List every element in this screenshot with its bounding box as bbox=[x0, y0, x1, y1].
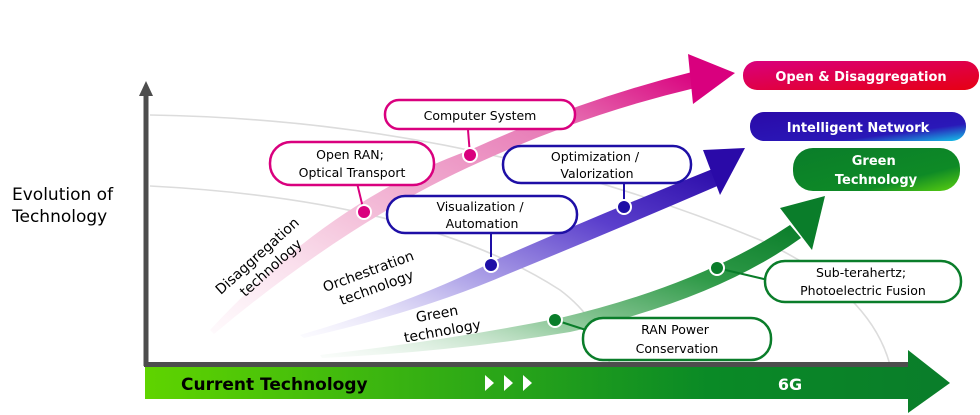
stream-arrowhead bbox=[780, 196, 825, 250]
stream-arrow-body bbox=[210, 72, 695, 334]
stream-green bbox=[320, 196, 825, 358]
progress-chevrons-icon bbox=[485, 375, 532, 391]
x-axis-line bbox=[144, 362, 910, 367]
goal-open-disaggregation: Open & Disaggregation bbox=[743, 61, 979, 90]
svg-text:Sub-terahertz; Photoelec: Sub-terahertz; Photoelectric Fusion bbox=[800, 265, 926, 298]
svg-text:Open & Disaggregation: Open & Disaggregation bbox=[775, 70, 946, 85]
svg-text:Intelligent Network: Intelligent Network bbox=[787, 121, 930, 136]
y-axis-arrowhead bbox=[139, 81, 153, 96]
stream-arrow-body bbox=[300, 168, 722, 338]
milestone-visualization: Visualization / Automation bbox=[385, 194, 579, 235]
svg-text:Visualization / Automati: Visualization / Automation bbox=[436, 199, 527, 231]
stream-arrow-body bbox=[320, 225, 801, 358]
milestone-open-ran: Open RAN; Optical Transport bbox=[268, 140, 436, 187]
svg-text:RAN Power Conservation: RAN Power Conservation bbox=[636, 322, 719, 356]
x-axis-end-label: 6G bbox=[778, 375, 802, 394]
milestone-dots bbox=[356, 147, 725, 328]
milestone-dot bbox=[547, 312, 563, 328]
y-axis-label-line2: Technology bbox=[11, 207, 107, 227]
milestone-sub-terahertz: Sub-terahertz; Photoelectric Fusion bbox=[763, 259, 963, 304]
milestone-dot bbox=[709, 260, 725, 276]
milestone-dot bbox=[356, 204, 372, 220]
milestone-ran-power: RAN Power Conservation bbox=[581, 316, 773, 362]
milestone-dot bbox=[616, 199, 632, 215]
goal-green-technology: Green Technology bbox=[793, 148, 960, 191]
svg-text:Optimization / Valorizat: Optimization / Valorization bbox=[551, 149, 643, 181]
x-axis-start-label: Current Technology bbox=[181, 375, 368, 395]
y-axis-label-line1: Evolution of bbox=[12, 185, 114, 205]
svg-text:Open RAN; Optical Transp: Open RAN; Optical Transport bbox=[299, 147, 406, 180]
stream-arrowhead bbox=[703, 148, 745, 195]
milestone-dot bbox=[483, 257, 499, 273]
stream-arrowhead bbox=[688, 54, 735, 104]
stream-disaggregation bbox=[210, 54, 735, 334]
stream-orchestration bbox=[300, 148, 745, 338]
milestone-optimization: Optimization / Valorization bbox=[501, 144, 693, 185]
x-axis-bar: Current Technology 6G bbox=[145, 350, 950, 413]
milestone-computer-system: Computer System bbox=[383, 98, 577, 131]
y-axis bbox=[139, 81, 153, 366]
svg-text:Green Technology: Green Technology bbox=[835, 154, 918, 188]
milestone-dot bbox=[462, 147, 478, 163]
svg-text:Computer System: Computer System bbox=[424, 108, 537, 123]
y-axis-label: Evolution of Technology bbox=[11, 185, 118, 227]
goal-intelligent-network: Intelligent Network bbox=[750, 112, 966, 141]
